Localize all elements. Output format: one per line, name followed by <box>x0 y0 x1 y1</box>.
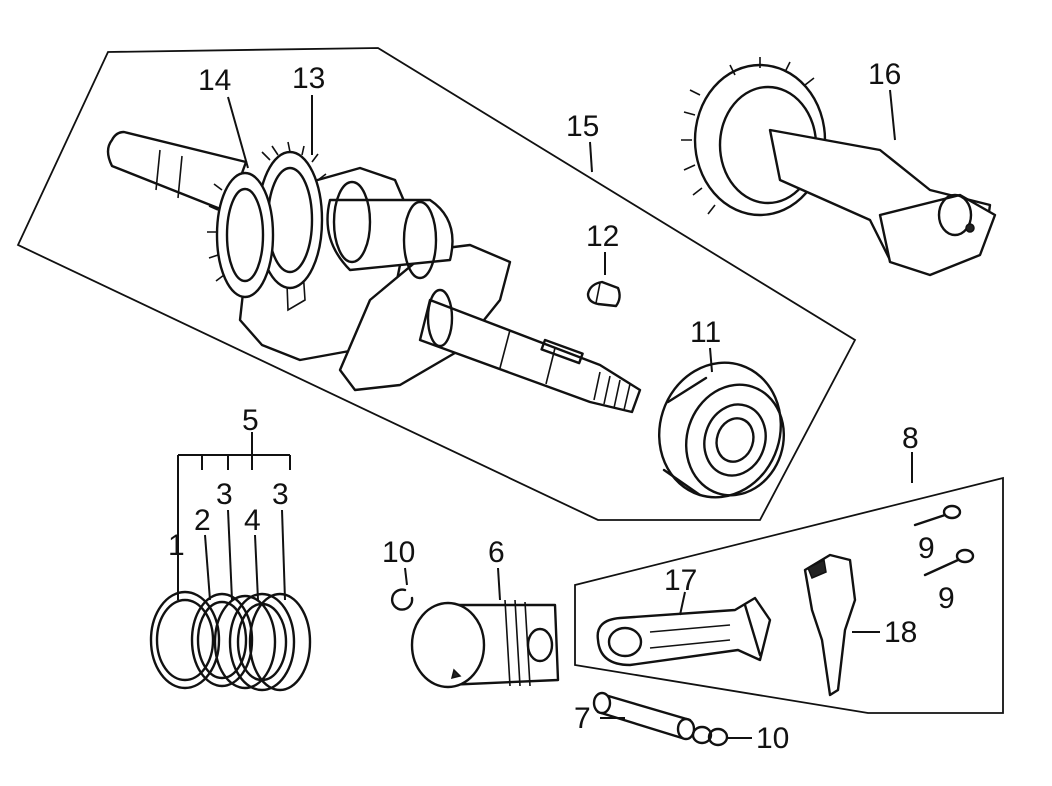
callout-14: 14 <box>198 64 231 97</box>
callout-5: 5 <box>242 404 259 437</box>
connecting-rod-illustration <box>596 596 772 667</box>
callout-3-right: 3 <box>272 478 289 511</box>
balancer-shaft-illustration <box>681 57 997 277</box>
timing-gear-illustration <box>207 171 275 299</box>
callout-18: 18 <box>884 616 917 649</box>
callout-12: 12 <box>586 220 619 253</box>
callout-2: 2 <box>194 504 211 537</box>
callout-1: 1 <box>168 529 185 562</box>
connecting-rod-group-frame <box>574 476 1004 714</box>
crankshaft-group-frame <box>16 47 857 521</box>
piston-illustration <box>410 599 560 689</box>
callout-13: 13 <box>292 62 325 95</box>
callout-15: 15 <box>566 110 599 143</box>
callout-7: 7 <box>574 702 591 735</box>
callout-8: 8 <box>902 422 919 455</box>
callout-10-bottom: 10 <box>756 722 789 755</box>
piston-pin-illustration <box>592 691 696 741</box>
callout-11: 11 <box>690 316 721 349</box>
callout-16: 16 <box>868 58 901 91</box>
callout-10-top: 10 <box>382 536 415 569</box>
callout-3-left: 3 <box>216 478 233 511</box>
callout-17: 17 <box>664 564 697 597</box>
piston-pin-clip-top-illustration <box>390 588 414 611</box>
callout-9-bottom: 9 <box>938 582 955 615</box>
leader-lines <box>177 89 913 739</box>
piston-pin-clips-bottom-illustration <box>691 725 729 747</box>
piston-rings-illustration <box>149 590 312 692</box>
crankshaft-illustration <box>106 130 642 414</box>
crank-gear-illustration <box>256 141 327 290</box>
connecting-rod-cap-illustration <box>803 553 857 697</box>
woodruff-key-illustration <box>586 280 621 308</box>
ball-bearing-illustration <box>657 361 786 499</box>
callout-4: 4 <box>244 504 261 537</box>
rod-bolt-top-illustration <box>913 504 962 527</box>
rod-bolt-bottom-illustration <box>923 548 975 577</box>
callout-6: 6 <box>488 536 505 569</box>
callout-9-top: 9 <box>918 532 935 565</box>
